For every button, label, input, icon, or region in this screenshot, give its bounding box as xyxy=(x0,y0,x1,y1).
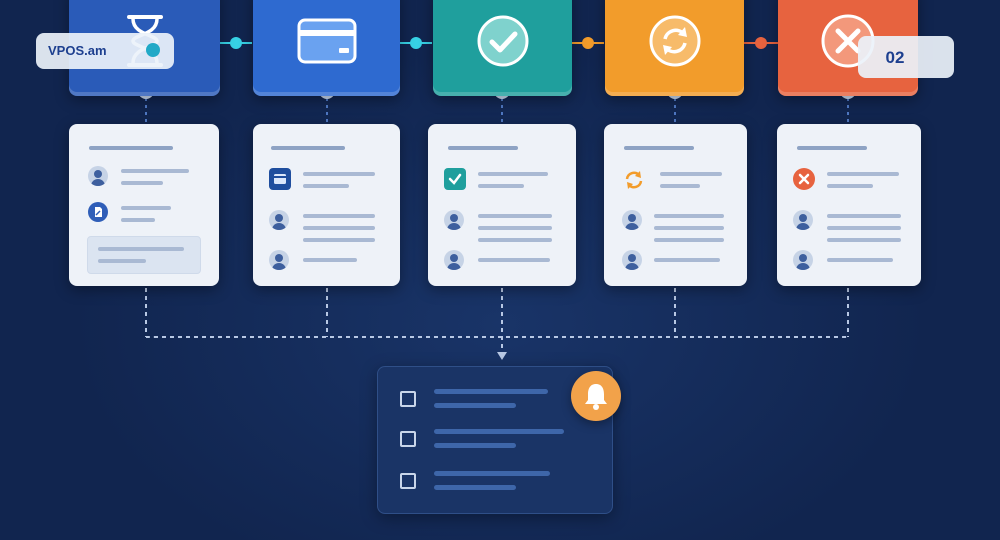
refresh-icon xyxy=(645,11,705,71)
x-mini-icon xyxy=(793,168,815,190)
checkbox[interactable] xyxy=(400,391,416,407)
connector-dots xyxy=(230,37,767,49)
page-badge: 02 xyxy=(858,36,954,78)
user-avatar-icon xyxy=(444,250,464,270)
user-avatar-icon xyxy=(269,250,289,270)
user-avatar-icon xyxy=(622,210,642,230)
stage-refund xyxy=(605,0,744,96)
bell-icon xyxy=(585,384,607,410)
refresh-mini-icon xyxy=(622,168,646,192)
credit-card-icon xyxy=(297,11,357,71)
stage-card-payment xyxy=(253,124,400,286)
user-avatar-icon xyxy=(269,210,289,230)
checkbox[interactable] xyxy=(400,473,416,489)
stage-card-declined xyxy=(777,124,921,286)
user-avatar-icon xyxy=(793,210,813,230)
stage-card-pending xyxy=(69,124,219,286)
checkbox[interactable] xyxy=(400,431,416,447)
notification-bell[interactable] xyxy=(571,371,621,421)
checkbox-checked-icon xyxy=(444,168,466,190)
document-icon xyxy=(88,202,108,222)
stage-approved xyxy=(433,0,572,96)
stage-payment xyxy=(253,0,400,96)
user-avatar-icon xyxy=(88,166,108,186)
stage-card-refund xyxy=(604,124,747,286)
brand-dot-icon xyxy=(146,43,160,57)
check-circle-icon xyxy=(473,11,533,71)
page-number: 02 xyxy=(885,48,905,67)
brand-logo-text: VPOS.am xyxy=(48,43,107,58)
brand-badge: VPOS.am xyxy=(36,33,174,69)
user-avatar-icon xyxy=(622,250,642,270)
user-avatar-icon xyxy=(444,210,464,230)
stage-card-approved xyxy=(428,124,576,286)
card-mini-icon xyxy=(269,168,291,190)
user-avatar-icon xyxy=(793,250,813,270)
detail-box xyxy=(87,236,201,274)
